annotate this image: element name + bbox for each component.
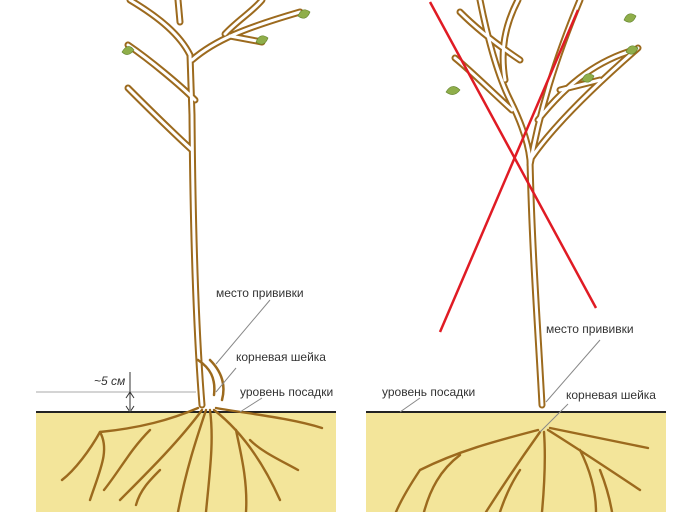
- leaf-icon: [581, 73, 595, 83]
- label-planting-level-right: уровень посадки: [382, 385, 475, 399]
- leaf-icon: [297, 9, 311, 19]
- cross-line-2: [438, 9, 580, 333]
- leader-graft-right: [545, 339, 601, 403]
- leaf-icon: [445, 86, 461, 95]
- leaf-icon: [121, 46, 135, 55]
- leader-collar-left: [215, 367, 237, 393]
- right-tree-trunk: [451, 0, 642, 409]
- right-tree: уровень посадки место прививки корневая …: [382, 0, 656, 512]
- cross-line-1: [428, 1, 598, 309]
- soil-right: [366, 412, 666, 512]
- label-root-collar-left: корневая шейка: [236, 350, 326, 364]
- leaf-icon: [255, 35, 269, 45]
- leader-level-left: [239, 397, 263, 413]
- height-arrow-down-icon: [125, 405, 135, 413]
- leader-level-right: [399, 397, 421, 413]
- label-height: ~5 см: [94, 374, 125, 388]
- leaf-icon: [625, 45, 639, 55]
- left-tree-roots: [60, 406, 324, 512]
- right-tree-roots: [394, 426, 650, 512]
- leaf-icon: [623, 13, 637, 23]
- leader-collar-right: [539, 403, 569, 433]
- label-root-collar-right: корневая шейка: [566, 388, 656, 402]
- label-planting-level-left: уровень посадки: [240, 385, 333, 399]
- left-tree: место прививки корневая шейка уровень по…: [36, 0, 333, 512]
- height-arrow-up-icon: [125, 391, 135, 399]
- left-tree-trunk: [124, 0, 304, 409]
- label-graft-left: место прививки: [216, 286, 304, 300]
- label-graft-right: место прививки: [546, 322, 634, 336]
- leader-graft-left: [215, 299, 271, 365]
